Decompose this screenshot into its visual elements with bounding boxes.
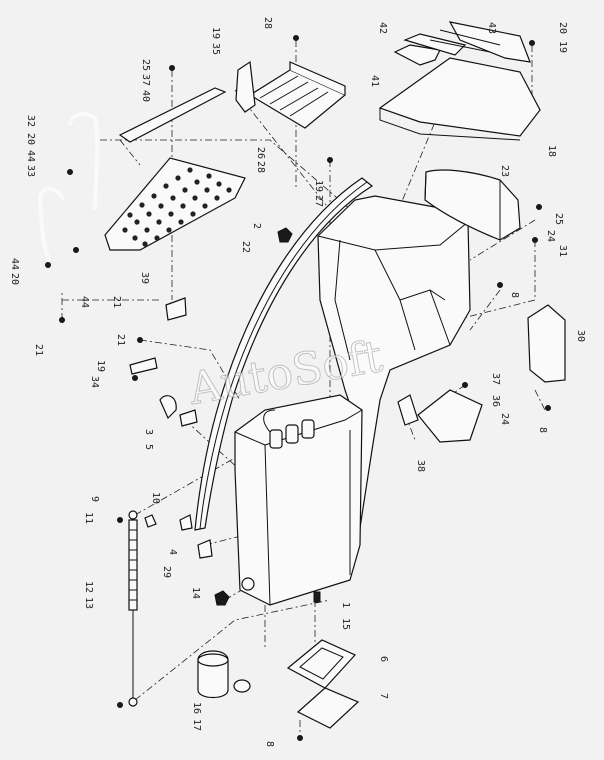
- callout-c16: 16: [191, 702, 202, 714]
- access-plate-6: [286, 639, 356, 689]
- callout-c31: 31: [557, 245, 568, 257]
- handle-bar-40: [118, 87, 227, 143]
- callout-c14: 14: [190, 587, 201, 599]
- callout-c34: 34: [89, 376, 100, 388]
- callout-c15: 15: [340, 618, 351, 630]
- callout-c28b: 28: [255, 161, 266, 173]
- callout-c12: 12: [83, 581, 94, 593]
- callout-c44a: 44: [25, 150, 36, 162]
- tank-port-1: [269, 429, 283, 449]
- fuel-tank: [234, 394, 363, 606]
- callout-c30: 30: [575, 330, 586, 342]
- callout-c1: 1: [340, 602, 351, 608]
- callout-c42: 42: [377, 22, 388, 34]
- callout-c20c: 20: [9, 273, 20, 285]
- callout-c37a: 37: [140, 74, 151, 86]
- pad-42: [403, 33, 467, 56]
- bracket-29: [197, 539, 213, 559]
- callout-c10: 10: [150, 492, 161, 504]
- callout-c19c: 19: [313, 180, 324, 192]
- callout-c20b: 20: [25, 133, 36, 145]
- fender-rail: [194, 177, 374, 531]
- callout-c19d: 19: [95, 360, 106, 372]
- callout-c24a: 24: [545, 230, 556, 242]
- callout-c28a: 28: [262, 17, 273, 29]
- callout-c38: 38: [415, 460, 426, 472]
- callout-c6: 6: [378, 656, 389, 662]
- callout-c19b: 19: [557, 41, 568, 53]
- callout-c2: 2: [251, 223, 262, 229]
- callout-c22: 22: [240, 241, 251, 253]
- callout-c19a: 19: [210, 27, 221, 39]
- bracket-34: [129, 357, 158, 375]
- callout-c37b: 37: [490, 373, 501, 385]
- callout-c3: 3: [143, 429, 154, 435]
- callout-c11: 11: [83, 512, 94, 524]
- callout-c18: 18: [546, 145, 557, 157]
- perforation-holes: [122, 167, 232, 247]
- gas-spring: [128, 510, 138, 707]
- callout-c20a: 20: [557, 22, 568, 34]
- callout-c44c: 44: [79, 296, 90, 308]
- callout-c44b: 44: [9, 258, 20, 270]
- callout-c27: 27: [313, 195, 324, 207]
- callout-c24b: 24: [499, 413, 510, 425]
- side-panel-30: [527, 304, 566, 383]
- callout-c7: 7: [378, 693, 389, 699]
- callout-c36: 36: [490, 395, 501, 407]
- callout-c32: 32: [25, 115, 36, 127]
- callout-c25b: 25: [553, 213, 564, 225]
- callout-c8c: 8: [264, 741, 275, 747]
- access-plate-7: [296, 687, 360, 729]
- perforated-step: [104, 157, 246, 251]
- callout-c29: 29: [161, 566, 172, 578]
- rear-fender-cap: [424, 169, 521, 241]
- tank-port-2: [285, 424, 299, 444]
- callout-c17: 17: [191, 719, 202, 731]
- callout-c8a: 8: [509, 292, 520, 298]
- callout-c13: 13: [83, 597, 94, 609]
- callout-c8b: 8: [537, 427, 548, 433]
- callout-c39: 39: [139, 272, 150, 284]
- callout-c21a: 21: [111, 296, 122, 308]
- callout-c35: 35: [210, 43, 221, 55]
- callout-c21c: 21: [115, 334, 126, 346]
- clamp-3: [159, 395, 177, 420]
- fuel-filter: [197, 650, 251, 699]
- step-grating: [248, 61, 347, 129]
- callout-c4: 4: [167, 549, 178, 555]
- bracket-38: [397, 394, 419, 426]
- bracket-21: [165, 297, 187, 321]
- grab-handle-33: [37, 186, 66, 263]
- grab-handle-32: [68, 112, 100, 211]
- filter-ring: [233, 679, 251, 693]
- pad-41: [393, 44, 441, 66]
- clip-5: [179, 409, 198, 427]
- callout-c43: 43: [486, 22, 497, 34]
- callout-c41: 41: [369, 75, 380, 87]
- upper-bracket: [378, 21, 541, 141]
- callout-c9: 9: [89, 496, 100, 502]
- drain-plug: [241, 577, 255, 591]
- callout-c5: 5: [143, 444, 154, 450]
- nut-2: [277, 227, 293, 243]
- callout-c26: 26: [255, 147, 266, 159]
- nut-14: [214, 590, 230, 606]
- clip-10: [144, 514, 157, 528]
- callout-c25a: 25: [140, 59, 151, 71]
- callout-c33: 33: [25, 165, 36, 177]
- callout-c23: 23: [499, 165, 510, 177]
- tank-port-3: [301, 419, 315, 439]
- fasteners: [45, 35, 551, 741]
- bracket-4: [179, 514, 193, 531]
- bracket-35: [235, 60, 256, 113]
- callout-c40: 40: [140, 90, 151, 102]
- callout-c21b: 21: [33, 344, 44, 356]
- cover-plate-36: [417, 389, 483, 443]
